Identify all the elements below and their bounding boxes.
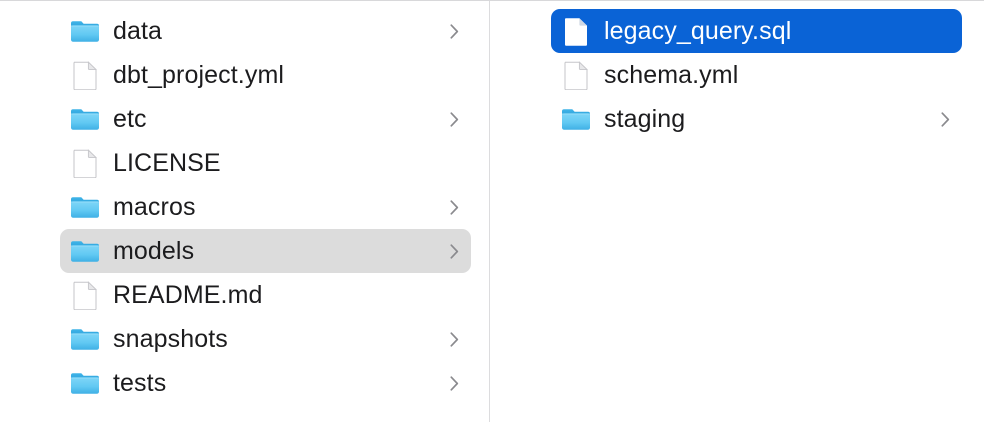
item-label: LICENSE (113, 149, 221, 177)
folder-icon (71, 329, 99, 350)
disclosure-chevron[interactable] (447, 22, 461, 40)
folder-icon (70, 368, 100, 398)
item-label: models (113, 237, 195, 265)
item-label: tests (113, 369, 167, 397)
folder-icon (71, 373, 99, 394)
file-row[interactable]: dbt_project.yml (60, 53, 471, 97)
folder-icon (70, 324, 100, 354)
folder-row[interactable]: tests (60, 361, 471, 405)
file-icon (70, 280, 100, 310)
folder-icon (71, 197, 99, 218)
file-icon (73, 280, 97, 310)
item-label: macros (113, 193, 196, 221)
file-icon (561, 16, 591, 46)
disclosure-chevron[interactable] (447, 330, 461, 348)
chevron-right-icon (449, 23, 458, 39)
file-row[interactable]: README.md (60, 273, 471, 317)
folder-row[interactable]: macros (60, 185, 471, 229)
disclosure-chevron[interactable] (938, 110, 952, 128)
chevron-right-icon (449, 111, 458, 127)
item-label: staging (604, 105, 686, 133)
chevron-right-icon (449, 243, 458, 259)
file-icon (73, 60, 97, 90)
finder-column-child: legacy_query.sql schema.yml staging (491, 1, 984, 422)
folder-row[interactable]: snapshots (60, 317, 471, 361)
folder-icon (561, 104, 591, 134)
folder-row[interactable]: etc (60, 97, 471, 141)
chevron-right-icon (449, 375, 458, 391)
file-icon (70, 60, 100, 90)
folder-icon (71, 21, 99, 42)
folder-icon (70, 236, 100, 266)
file-icon (70, 148, 100, 178)
folder-icon (71, 241, 99, 262)
disclosure-chevron[interactable] (447, 242, 461, 260)
disclosure-chevron[interactable] (447, 110, 461, 128)
chevron-right-icon (449, 331, 458, 347)
file-row[interactable]: schema.yml (551, 53, 962, 97)
file-row[interactable]: legacy_query.sql (551, 9, 962, 53)
chevron-right-icon (940, 111, 949, 127)
folder-row[interactable]: staging (551, 97, 962, 141)
item-label: README.md (113, 281, 263, 309)
file-icon (564, 60, 588, 90)
file-icon (561, 60, 591, 90)
file-row[interactable]: LICENSE (60, 141, 471, 185)
file-list-child: legacy_query.sql schema.yml staging (491, 1, 984, 141)
item-label: schema.yml (604, 61, 739, 89)
folder-row[interactable]: data (60, 9, 471, 53)
folder-icon (562, 109, 590, 130)
item-label: data (113, 17, 163, 45)
item-label: dbt_project.yml (113, 61, 285, 89)
folder-icon (70, 192, 100, 222)
chevron-right-icon (449, 199, 458, 215)
folder-icon (70, 16, 100, 46)
file-icon (565, 17, 587, 46)
item-label: etc (113, 105, 147, 133)
item-label: snapshots (113, 325, 228, 353)
file-icon (73, 148, 97, 178)
item-label: legacy_query.sql (604, 17, 792, 45)
folder-row[interactable]: models (60, 229, 471, 273)
folder-icon (70, 104, 100, 134)
disclosure-chevron[interactable] (447, 198, 461, 216)
folder-icon (71, 109, 99, 130)
disclosure-chevron[interactable] (447, 374, 461, 392)
